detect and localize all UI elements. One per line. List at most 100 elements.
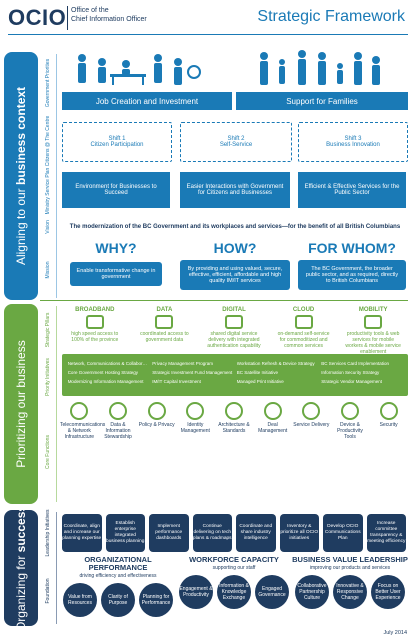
office-name: Office of the Chief Information Officer — [71, 6, 161, 24]
identity-icon — [186, 402, 205, 420]
logo-divider — [67, 6, 68, 30]
shift-1: Shift 1 Citizen Participation — [62, 122, 172, 162]
foundation-item: Engaged Governance — [255, 575, 289, 609]
service-plan-businesses: Environment for Businesses to Succeed — [62, 172, 170, 208]
priority-initiative: Strategic Vendor Management — [321, 379, 382, 384]
foundation-sub: supporting our staff — [212, 565, 256, 571]
broadband-icon — [85, 315, 104, 329]
foundation-item: Collaborative Partnership Culture — [295, 575, 329, 609]
pillar-text: coordinated access to government data — [140, 331, 189, 343]
priority-initiative: Network, Communications & Collaboration … — [67, 361, 149, 366]
security-icon — [379, 402, 398, 420]
leadership-initiative-0: Coordinate, align and increase our plann… — [62, 514, 102, 552]
leadership-initiative-2: Implement performance dashboards — [149, 514, 189, 552]
service-delivery-icon — [302, 402, 321, 420]
cloud-icon — [294, 315, 313, 329]
band-prioritizing: Prioritizing our business — [4, 304, 38, 504]
mission-how: HOW? — [213, 240, 257, 256]
core-function-8: Security — [369, 400, 408, 452]
page-title: Strategic Framework — [257, 8, 405, 25]
core-function-3: Identity Management — [176, 400, 215, 452]
foundation-item: Clarity of Purpose — [101, 583, 135, 617]
ocio-logo: OCIO — [8, 5, 67, 30]
shift-3-text: Business Innovation — [326, 142, 380, 148]
shift-1-text: Citizen Participation — [90, 142, 144, 148]
foundation-item: Information & Knowledge Exchange — [217, 575, 251, 609]
priority-initiative: Workstation Refresh & Device Strategy — [236, 361, 315, 366]
foundation-title: BUSINESS VALUE LEADERSHIP — [292, 555, 408, 564]
leadership-initiative-5: Inventory & prioritize all OCIO initiati… — [279, 514, 319, 552]
separator-aligning — [56, 54, 57, 298]
architecture-icon — [224, 402, 243, 420]
leadership-initiative-3: Continue delivering on tech plans & road… — [192, 514, 232, 552]
priority-initiative: BC Satellite Initiative — [236, 370, 278, 375]
pillar-name: BROADBAND — [75, 307, 115, 313]
core-function-label: Telecommunications & Network Infrastruct… — [60, 422, 106, 440]
leadership-initiative-6: Develop OCIO Communications Plan — [323, 514, 363, 552]
core-function-label: Device & Productivity Tools — [337, 422, 363, 440]
shift-1-title: Shift 1 — [108, 136, 126, 142]
handshake-icon — [263, 402, 282, 420]
label-citizens-centre: Citizens @ The Centre — [45, 115, 51, 167]
core-function-6: Service Delivery — [292, 400, 331, 452]
label-priority-initiatives: Priority Initiatives — [45, 358, 51, 396]
foundation-title: WORKFORCE CAPACITY — [189, 555, 279, 564]
foundation-item: Engagement & Productivity — [179, 575, 213, 609]
separator-prioritizing — [56, 306, 57, 502]
header-rule — [8, 34, 408, 35]
section-rule — [40, 300, 408, 301]
label-government-priorities: Government Priorities — [45, 58, 51, 108]
pillar-text: high speed access to 100% of the provinc… — [71, 331, 119, 343]
label-core-functions: Core Functions — [45, 435, 51, 469]
pillar-0: BROADBAND high speed access to 100% of th… — [60, 306, 130, 354]
core-function-7: Device & Productivity Tools — [331, 400, 370, 452]
mission-why: WHY? — [95, 240, 137, 256]
pillars-row: BROADBAND high speed access to 100% of th… — [60, 306, 408, 355]
office-line-2: Chief Information Officer — [71, 16, 147, 23]
label-strategic-pillars: Strategic Pillars — [45, 312, 51, 348]
band-aligning: Aligning to our business context — [4, 52, 38, 300]
pillar-text: shared digital service delivery with int… — [207, 331, 261, 349]
leadership-initiative-1: Establish enterprise integrated business… — [105, 514, 145, 552]
label-ministry-service-plan: Ministry Service Plan — [45, 167, 51, 215]
label-vision: Vision — [45, 220, 51, 234]
priority-job-creation: Job Creation and Investment — [62, 92, 232, 110]
band-organizing-pre: Organizing for — [14, 552, 28, 632]
shift-2: Shift 2 Self-Service — [180, 122, 292, 162]
foundation-title: ORGANIZATIONAL PERFORMANCE — [84, 555, 152, 572]
mission-why-text: Enable transformative change in governme… — [70, 262, 162, 286]
pillar-name: MOBILITY — [358, 307, 388, 313]
vision-statement: The modernization of the BC Government a… — [69, 224, 401, 230]
priority-initiative: Core Government Hosting Strategy — [67, 370, 138, 375]
mission-whom-text: The BC Government, the broader public se… — [298, 260, 406, 290]
shift-2-title: Shift 2 — [227, 136, 245, 142]
core-function-label: Policy & Privacy — [138, 422, 175, 428]
core-function-label: Security — [379, 422, 398, 428]
service-plan-public-sector: Efficient & Effective Services for the P… — [298, 172, 406, 208]
core-function-0: Telecommunications & Network Infrastruct… — [60, 400, 106, 452]
priority-initiative: Privacy Management Program — [152, 361, 213, 366]
priority-initiative: Modernizing Information Management — [67, 379, 144, 384]
priority-column-2: Workstation Refresh & Device Strategy BC … — [237, 359, 318, 386]
family-icon — [260, 50, 380, 85]
foundation-sub: improving our products and services — [309, 565, 391, 571]
priority-initiative: Information Security Strategy — [321, 370, 380, 375]
leadership-initiative-4: Coordinate and share industry intelligen… — [236, 514, 276, 552]
core-function-2: Policy & Privacy — [137, 400, 176, 452]
digital-icon — [224, 315, 243, 329]
business-people-icon — [78, 54, 201, 85]
foundation-item: Innovative & Responsive Change — [333, 575, 367, 609]
core-function-label: Deal Management — [258, 422, 288, 434]
core-function-label: Service Delivery — [293, 422, 330, 428]
band-aligning-bold: business context — [14, 86, 28, 185]
service-plan-interactions: Easier Interactions with Government for … — [180, 172, 290, 208]
priority-support-families: Support for Families — [236, 92, 408, 110]
